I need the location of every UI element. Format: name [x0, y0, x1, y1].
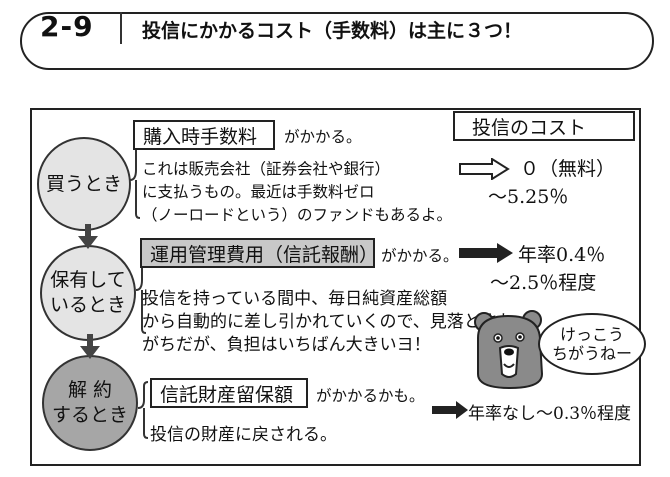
- fee-label-management: 運用管理費用（信託報酬）: [140, 238, 379, 268]
- stage-desc-line: （ノーロードという）のファンドもあるよ。: [142, 206, 453, 224]
- stage-connector: [137, 381, 149, 439]
- stage-connector: [129, 141, 141, 219]
- arrow-right-icon: [432, 401, 468, 419]
- stage-desc-line: に支払うもの。最近は手数料ゼロ: [142, 183, 375, 201]
- fee-label-retention-text: 信託財産留保額: [160, 383, 294, 406]
- speech-bubble: けっこう ちがうねー: [538, 313, 646, 375]
- cost-tag-box: [453, 111, 635, 141]
- arrow-down-icon: [80, 334, 100, 359]
- fee-suffix: がかかる。: [284, 128, 362, 146]
- result-retention: 年率なし～0.3％程度: [468, 404, 632, 424]
- stage-desc-line: 投信を持っている間中、毎日純資産総額: [142, 289, 448, 309]
- bear-mascot-icon: [474, 310, 544, 390]
- result-management-2: ～2.5％程度: [490, 272, 597, 294]
- result-purchase-1: ０（無料）: [520, 158, 616, 180]
- fee-label-retention: 信託財産留保額: [150, 378, 308, 408]
- fee-suffix: がかかる。: [381, 247, 459, 265]
- speech-line-1: けっこう: [559, 324, 624, 344]
- speech-line-2: ちがうねー: [551, 344, 632, 363]
- stage-circle-hold-label-2: いるとき: [49, 294, 126, 316]
- chapter-number: 2-9: [40, 10, 94, 43]
- stage-desc-line: 投信の財産に戻される。: [150, 425, 337, 445]
- fee-suffix: がかかるかも。: [316, 387, 425, 405]
- stage-circle-hold: 保有して いるとき: [40, 245, 136, 341]
- arrow-down-icon: [78, 224, 98, 249]
- fee-label-purchase: 購入時手数料: [133, 120, 275, 150]
- fee-label-management-text: 運用管理費用（信託報酬）: [150, 243, 379, 266]
- stage-desc-line: これは販売会社（証券会社や銀行）: [142, 160, 391, 178]
- result-management-1: 年率0.4％: [518, 244, 606, 266]
- arrow-right-icon: [459, 158, 510, 180]
- stage-circle-buy-label: 買うとき: [45, 172, 122, 195]
- stage-circle-sell-label-1: 解 約: [67, 379, 113, 402]
- chapter-header: [20, 12, 654, 70]
- header-divider: [120, 12, 122, 44]
- stage-desc-line: がちだが、負担はいちばん大きいヨ！: [142, 335, 431, 355]
- stage-desc-line: から自動的に差し引かれていくので、見落とされ: [142, 312, 515, 332]
- result-purchase-2: ～5.25％: [488, 186, 569, 208]
- stage-circle-buy: 買うとき: [37, 137, 131, 231]
- arrow-right-icon: [459, 243, 513, 263]
- fee-label-purchase-text: 購入時手数料: [143, 125, 258, 148]
- stage-circle-sell: 解 約 するとき: [42, 355, 138, 451]
- cost-tag: 投信のコスト: [472, 117, 587, 139]
- stage-circle-sell-label-2: するとき: [51, 404, 128, 426]
- stage-circle-hold-label-1: 保有して: [50, 269, 126, 292]
- page-title: 投信にかかるコスト（手数料）は主に３つ！: [142, 20, 523, 42]
